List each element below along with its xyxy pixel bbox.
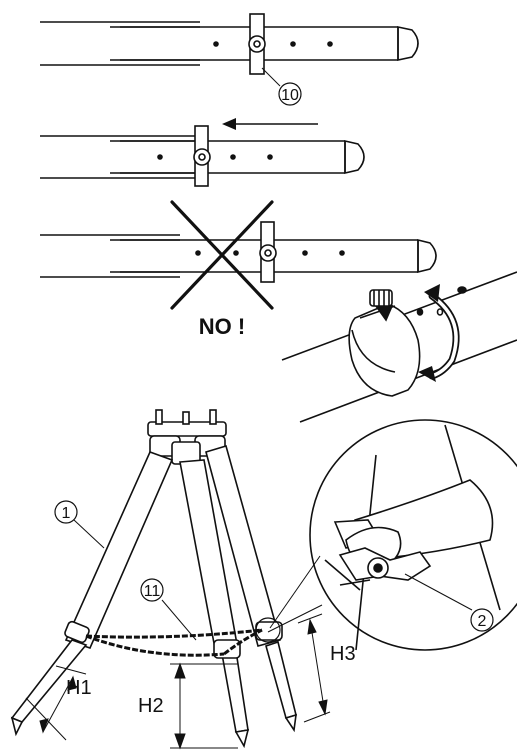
rotation-arrow-icon — [418, 284, 460, 382]
dimension-h1 — [25, 665, 87, 741]
callout-leader-10 — [261, 67, 281, 87]
callout-10-label: 10 — [281, 87, 299, 104]
callout-2: 2 — [470, 608, 494, 632]
callout-2-label: 2 — [478, 613, 487, 630]
step-1-leg-with-clamp — [40, 13, 419, 75]
warning-text: NO ! — [199, 314, 245, 339]
tripod — [10, 409, 297, 749]
tripod-leg-left — [64, 450, 174, 649]
callout-11: 11 — [140, 578, 164, 602]
clamp-closeup — [281, 271, 517, 423]
tripod-chain — [85, 628, 263, 657]
dimension-h1-label: H1 — [66, 677, 92, 699]
callout-leader-11 — [161, 599, 197, 641]
callout-leader-2 — [404, 573, 473, 611]
wing-nut-detail — [255, 419, 517, 651]
dimension-h3-label: H3 — [330, 643, 356, 665]
step-2-slide-clamp — [40, 125, 365, 187]
callout-11-label: 11 — [144, 583, 161, 600]
step-2-holes — [157, 154, 273, 160]
callout-leader-1 — [73, 519, 105, 549]
callout-1: 1 — [54, 500, 78, 524]
dimension-h2-label: H2 — [138, 695, 164, 717]
dimension-h3 — [297, 613, 331, 723]
step-3-holes — [195, 250, 345, 256]
step-1-holes — [213, 41, 333, 47]
step-3-wrong-position — [40, 221, 437, 283]
dimension-h2 — [170, 662, 238, 750]
callout-10: 10 — [278, 82, 302, 106]
callout-1-label: 1 — [62, 505, 71, 522]
cross-mark-icon — [170, 200, 274, 310]
slide-direction-arrow — [222, 118, 318, 130]
